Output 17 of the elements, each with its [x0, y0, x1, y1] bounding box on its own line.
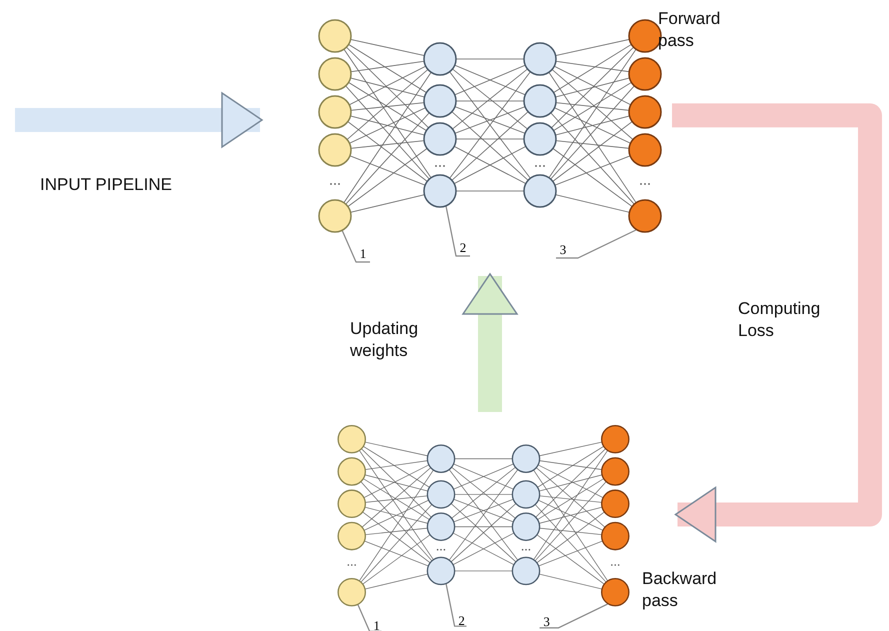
callout-number: 2	[454, 612, 469, 629]
leader-line	[540, 604, 608, 628]
caption-text: Backward pass	[642, 568, 718, 612]
callout-number: 1	[370, 618, 384, 631]
callout-number: 2	[456, 240, 470, 256]
leader-line	[445, 206, 470, 257]
callout-number: 1	[356, 246, 370, 262]
callout-number: 3	[556, 242, 570, 258]
leader-line	[446, 584, 466, 627]
callout-number: 3	[540, 614, 554, 630]
block-arrow	[672, 103, 882, 542]
leader-line	[357, 604, 382, 631]
block-arrow	[462, 273, 518, 412]
block-arrow	[15, 92, 263, 148]
caption-text: Forward pass	[658, 8, 722, 52]
leader-line	[341, 230, 370, 263]
leader-line	[556, 229, 636, 259]
